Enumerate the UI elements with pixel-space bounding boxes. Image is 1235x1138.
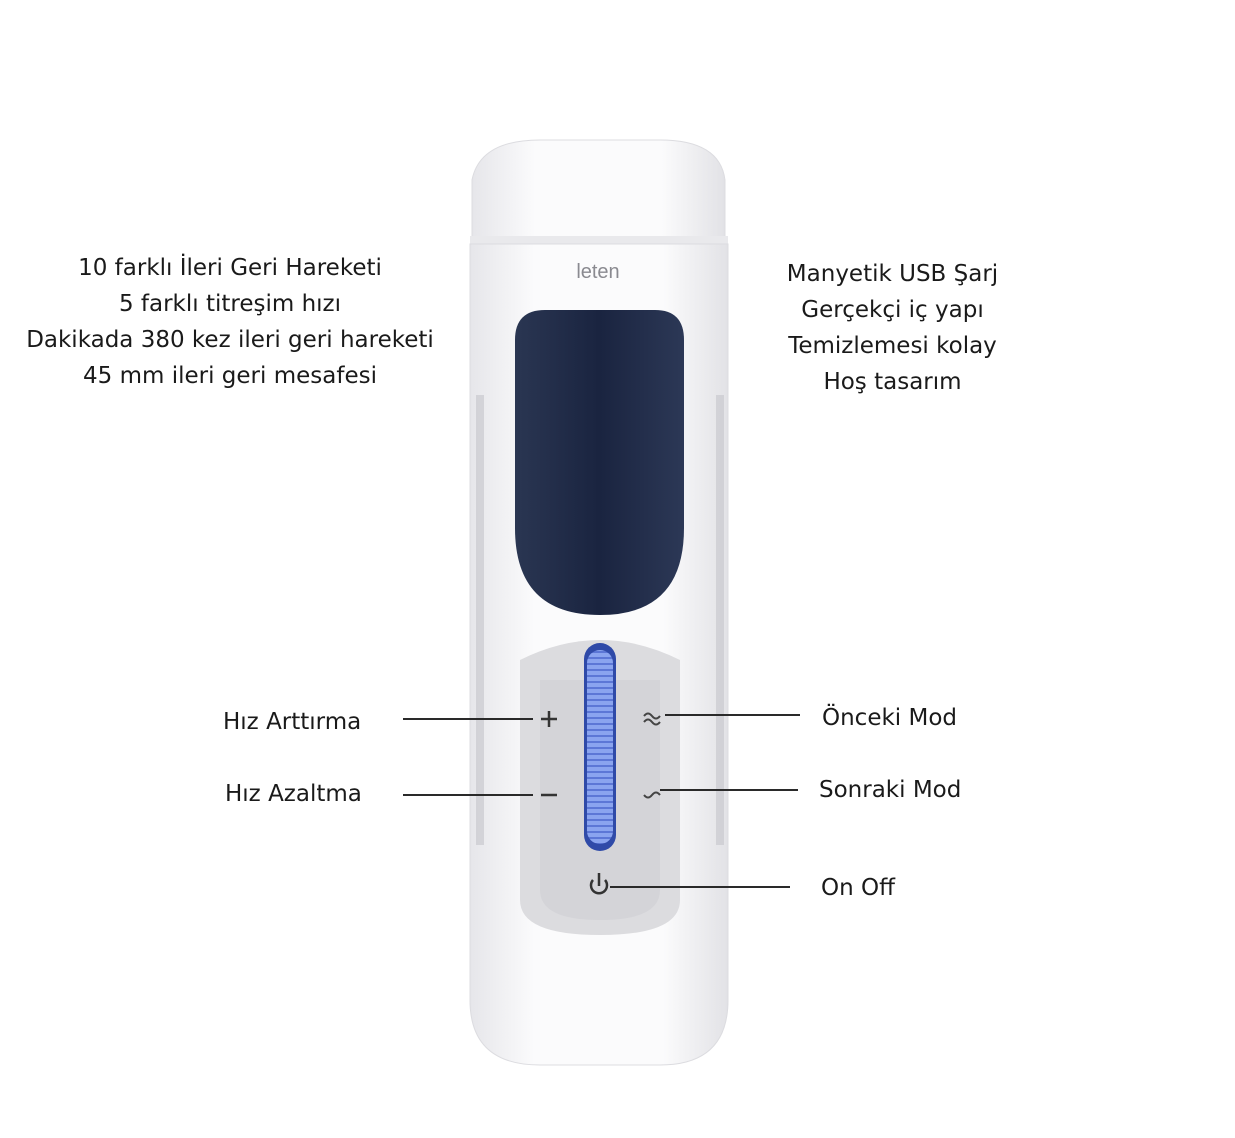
feature-item: Gerçekçi iç yapı — [801, 297, 984, 323]
feature-item: 10 farklı İleri Geri Hareketi — [78, 255, 382, 281]
device-cap — [470, 139, 728, 244]
callout-prev-mode: Önceki Mod — [822, 705, 958, 731]
device-window — [515, 310, 684, 615]
leader-line-speed-down — [403, 794, 533, 796]
feature-item: 45 mm ileri geri mesafesi — [83, 363, 377, 389]
feature-list-left: 10 farklı İleri Geri Hareketi 5 farklı t… — [10, 250, 450, 394]
feature-item: 5 farklı titreşim hızı — [118, 291, 342, 317]
feature-item: Dakikada 380 kez ileri geri hareketi — [26, 327, 434, 353]
speed-slider[interactable] — [584, 643, 616, 851]
wave-down-icon[interactable] — [643, 791, 661, 799]
callout-speed-up: Hız Arttırma — [223, 709, 362, 735]
feature-item: Hoş tasarım — [823, 369, 962, 395]
leader-line-speed-up — [403, 718, 533, 720]
leader-line-power — [610, 886, 790, 888]
power-icon[interactable] — [589, 873, 609, 895]
plus-icon[interactable] — [541, 711, 557, 727]
callout-speed-down: Hız Azaltma — [225, 781, 362, 807]
callout-power: On Off — [821, 875, 895, 901]
callout-next-mode: Sonraki Mod — [819, 777, 962, 803]
leader-line-prev-mode — [665, 714, 800, 716]
feature-item: Temizlemesi kolay — [788, 333, 997, 359]
wave-up-icon[interactable] — [643, 712, 661, 726]
brand-logo: leten — [576, 261, 619, 283]
feature-item: Manyetik USB Şarj — [786, 261, 999, 287]
leader-line-next-mode — [660, 789, 798, 791]
feature-list-right: Manyetik USB Şarj Gerçekçi iç yapı Temiz… — [740, 256, 1045, 400]
